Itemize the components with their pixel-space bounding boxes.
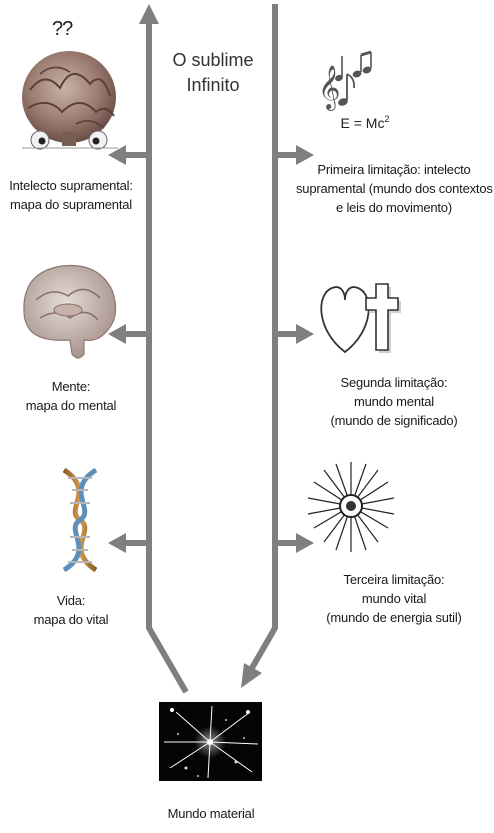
- right-label-3-line-1: Terceira limitação:: [343, 572, 445, 587]
- right-label-1: Primeira limitação: intelecto supramenta…: [296, 160, 493, 217]
- right-branch-arrow-1: [275, 145, 314, 165]
- energy-burst-icon: [307, 462, 395, 552]
- left-label-3-line-2: mapa do vital: [33, 612, 109, 627]
- right-branch-arrow-3: [275, 533, 314, 553]
- brain-with-eyes-icon: [22, 51, 118, 150]
- heart-icon: [320, 286, 370, 354]
- page-title: O sublime Infinito: [150, 48, 276, 98]
- formula-label: E = Mc2: [320, 114, 410, 131]
- right-label-3-line-3: (mundo de energia sutil): [326, 610, 462, 625]
- left-label-1: Intelecto supramental: mapa do suprament…: [0, 176, 142, 214]
- right-descending-arrow: [241, 4, 278, 688]
- music-notes-icon: 𝄞: [318, 50, 372, 111]
- bottom-label-text: Mundo material: [167, 806, 255, 821]
- right-branch-arrow-2: [275, 324, 314, 344]
- right-label-2-line-2: mundo mental: [354, 394, 434, 409]
- left-label-1-line-2: mapa do supramental: [10, 197, 132, 212]
- right-label-1-line-2: supramental (mundo dos contextos: [296, 181, 493, 196]
- right-label-1-line-3: e leis do movimento): [336, 200, 452, 215]
- starfield-icon: [159, 702, 262, 781]
- left-branch-arrow-2: [108, 324, 149, 344]
- left-label-1-line-1: Intelecto supramental:: [9, 178, 133, 193]
- formula-exponent: 2: [384, 114, 390, 124]
- bottom-label: Mundo material: [150, 804, 272, 823]
- left-label-2-line-1: Mente:: [51, 379, 91, 394]
- left-label-3: Vida: mapa do vital: [0, 591, 142, 629]
- dna-helix-icon: [62, 467, 98, 573]
- question-marks: ??: [52, 18, 73, 40]
- left-label-2-line-2: mapa do mental: [25, 398, 117, 413]
- cross-icon: [365, 283, 401, 353]
- right-label-2-line-1: Segunda limitação:: [340, 375, 448, 390]
- brain-cross-section-icon: [23, 264, 117, 359]
- right-label-3-line-2: mundo vital: [361, 591, 427, 606]
- left-label-2: Mente: mapa do mental: [0, 377, 142, 415]
- left-ascending-arrow: [139, 4, 189, 694]
- svg-text:𝄞: 𝄞: [318, 65, 340, 111]
- left-branch-arrow-1: [108, 145, 149, 165]
- right-label-1-line-1: Primeira limitação: intelecto: [317, 162, 471, 177]
- right-label-2: Segunda limitação: mundo mental (mundo d…: [296, 373, 492, 430]
- title-line-2: Infinito: [186, 75, 240, 95]
- right-label-3: Terceira limitação: mundo vital (mundo d…: [296, 570, 492, 627]
- title-line-1: O sublime: [172, 50, 254, 70]
- right-label-2-line-3: (mundo de significado): [330, 413, 458, 428]
- formula-base: E = Mc: [340, 115, 385, 131]
- left-label-3-line-1: Vida:: [56, 593, 86, 608]
- left-branch-arrow-3: [108, 533, 149, 553]
